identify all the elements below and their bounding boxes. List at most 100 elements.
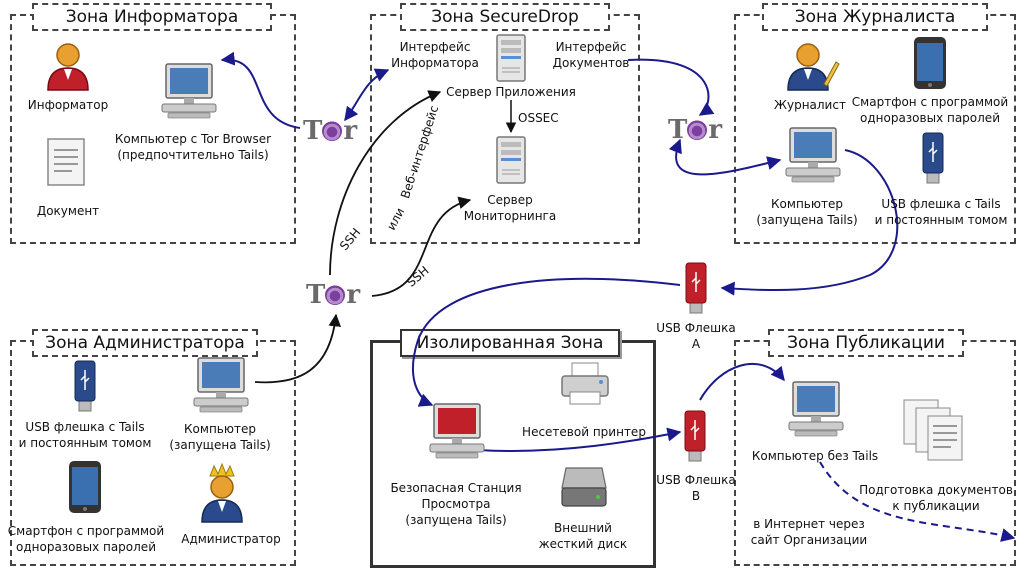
link-usb-a-station — [412, 277, 681, 407]
document-label: Документ — [36, 204, 100, 218]
journalist-usb-label: USB флешка с Tails и постоянным томом — [866, 196, 1016, 228]
admin-zone-title: Зона Администратора — [32, 329, 258, 357]
informer-computer-label-line2: (предпочтительно Tails) — [117, 148, 269, 162]
informer-computer-icon — [161, 63, 217, 119]
admin-usb-line2: и постоянным томом — [18, 436, 152, 450]
monitor-server-line1: Сервер — [487, 193, 533, 207]
document-icon — [47, 138, 85, 186]
monitor-server-icon — [496, 136, 526, 184]
link-tor-app-server — [329, 90, 442, 276]
internet-label: в Интернет через сайт Организации — [744, 516, 874, 548]
tor-t: T — [668, 115, 687, 145]
tor-r: r — [346, 280, 360, 310]
doc-interface-line2: Документов — [552, 56, 630, 70]
usb-b-icon — [684, 410, 706, 462]
usb-a-line1: USB Флешка — [656, 321, 736, 335]
publication-prep-label: Подготовка документов к публикации — [856, 482, 1016, 514]
link-station-usb-b — [477, 427, 682, 452]
journalist-usb-icon — [922, 132, 944, 184]
admin-computer-line1: Компьютер — [184, 422, 256, 436]
informer-person-icon — [47, 43, 89, 91]
external-disk-label: Внешний жесткий диск — [528, 520, 638, 552]
admin-smartphone-line2: одноразовых паролей — [16, 540, 156, 554]
onion-icon — [322, 121, 343, 141]
admin-computer-line2: (запущена Tails) — [169, 438, 271, 452]
external-disk-icon — [561, 467, 607, 507]
publication-zone-title: Зона Публикации — [768, 329, 964, 357]
journalist-smartphone-line2: одноразовых паролей — [860, 111, 1000, 125]
admin-usb-icon — [74, 360, 96, 412]
tor-r: r — [343, 116, 357, 146]
link-admin-tor — [254, 313, 342, 384]
external-disk-line1: Внешний — [554, 521, 612, 535]
admin-smartphone-icon — [69, 461, 101, 513]
admin-smartphone-label: Смартфон с программой одноразовых пароле… — [6, 523, 166, 555]
publication-prep-line2: к публикации — [892, 499, 980, 513]
internet-line2: сайт Организации — [750, 533, 868, 547]
doc-interface-line1: Интерфейс — [555, 40, 627, 54]
journalist-zone-title: Зона Журналиста — [762, 3, 988, 31]
publication-computer-label: Компьютер без Tails — [751, 449, 879, 463]
onion-icon — [325, 285, 346, 305]
usb-b-line1: USB Флешка — [656, 473, 736, 487]
link-tor-monitor — [371, 196, 472, 297]
link-docs-tor — [627, 58, 715, 116]
informer-label: Информатор — [27, 98, 109, 112]
admin-computer-icon — [193, 357, 249, 413]
journalist-computer-label: Компьютер (запущена Tails) — [752, 196, 862, 228]
journalist-smartphone-label: Смартфон с программой одноразовых пароле… — [850, 94, 1010, 126]
tor-t: T — [306, 280, 325, 310]
ossec-label: OSSEC — [518, 111, 559, 125]
admin-smartphone-line1: Смартфон с программой — [7, 524, 165, 538]
usb-a-icon — [685, 262, 707, 314]
link-pub-internet — [819, 461, 1016, 542]
admin-usb-line1: USB флешка с Tails — [25, 420, 145, 434]
secure-station-line2: Просмотра — [421, 497, 491, 511]
journalist-computer-line1: Компьютер — [771, 197, 843, 211]
tor-r: r — [708, 115, 722, 145]
monitor-server-line2: Мониторнинга — [463, 209, 557, 223]
source-interface-label: Интерфейс Информатора — [388, 39, 482, 71]
journalist-usb-line1: USB флешка с Tails — [881, 197, 1001, 211]
printer-label: Несетевой принтер — [522, 425, 646, 439]
publication-prep-line1: Подготовка документов — [859, 483, 1013, 497]
secure-station-line3: (запущена Tails) — [405, 513, 507, 527]
secure-station-computer-icon — [429, 403, 485, 459]
link-tor-source-interface — [344, 68, 390, 122]
usb-a-line2: A — [691, 337, 701, 351]
admin-computer-label: Компьютер (запущена Tails) — [165, 421, 275, 453]
external-disk-line2: жесткий диск — [538, 537, 628, 551]
app-server-label: Сервер Приложения — [446, 85, 576, 99]
admin-person-icon — [201, 462, 243, 523]
monitor-server-label: Сервер Мониторнинга — [460, 192, 560, 224]
link-informer-tor — [220, 51, 301, 129]
onion-icon — [687, 120, 708, 140]
link-tor-journalist-pc — [668, 138, 782, 176]
journalist-smartphone-icon — [914, 37, 946, 89]
journalist-smartphone-line1: Смартфон с программой — [851, 95, 1009, 109]
link-usb-b-pub — [699, 363, 785, 401]
secure-station-line1: Безопасная Станция — [390, 481, 522, 495]
link-journalist-usb-a — [720, 149, 899, 296]
source-interface-line2: Информатора — [391, 56, 479, 70]
journalist-computer-line2: (запущена Tails) — [756, 213, 858, 227]
secure-station-label: Безопасная Станция Просмотра (запущена T… — [386, 480, 526, 528]
publication-computer-icon — [788, 381, 844, 437]
journalist-computer-icon — [785, 127, 841, 183]
admin-label: Администратор — [181, 532, 281, 546]
informer-computer-label: Компьютер с Tor Browser (предпочтительно… — [108, 131, 278, 163]
usb-a-label: USB Флешка A — [646, 320, 746, 352]
isolated-zone-title: Изолированная Зона — [400, 329, 620, 357]
tor-t: T — [303, 116, 322, 146]
printer-icon — [561, 362, 609, 405]
informer-zone-title: Зона Информатора — [32, 3, 272, 31]
admin-usb-label: USB флешка с Tails и постоянным томом — [10, 419, 160, 451]
journalist-usb-line2: и постоянным томом — [874, 213, 1008, 227]
informer-computer-label-line1: Компьютер с Tor Browser — [114, 132, 272, 146]
journalist-label: Журналист — [774, 98, 846, 112]
securedrop-zone-title: Зона SecureDrop — [400, 3, 610, 31]
